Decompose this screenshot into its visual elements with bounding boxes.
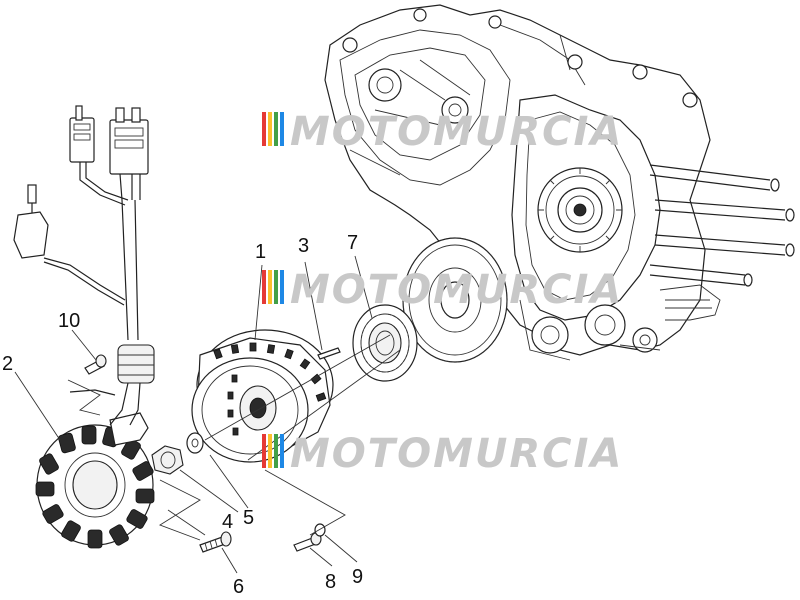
watermark-text: MOTOMURCIA: [290, 267, 623, 313]
callout-3: 3: [298, 235, 309, 257]
leader-3: [304, 261, 323, 351]
callout-2: 2: [2, 353, 13, 375]
watermark-stripe-blue: [280, 112, 284, 146]
freewheel-clutch: [352, 304, 418, 382]
assembly-lines: [67, 334, 401, 541]
callout-4: 4: [222, 511, 233, 533]
crankcase-bearing-ring: [538, 168, 622, 252]
leader-lines: [14, 255, 373, 574]
woodruff-key: [317, 347, 341, 360]
watermark-middle: MOTOMURCIA: [262, 267, 623, 313]
callout-6: 6: [233, 576, 244, 598]
callout-8: 8: [325, 571, 336, 593]
watermark-text: MOTOMURCIA: [290, 109, 623, 155]
rotor-vent-slots: [213, 342, 327, 436]
leader-7: [354, 255, 373, 319]
cable-grommet: [117, 344, 155, 384]
flywheel-rotor: [191, 329, 341, 463]
spade-terminal: [27, 184, 37, 204]
harness-clamp-screw: [84, 354, 107, 375]
leader-6: [221, 547, 238, 574]
flywheel-nut: [151, 445, 184, 475]
leader-8: [309, 547, 333, 567]
watermark-stripe-yellow: [268, 112, 272, 146]
crankcase-engine-block: [324, 4, 795, 361]
leader-4: [179, 469, 239, 513]
watermark-text: MOTOMURCIA: [290, 431, 623, 477]
stator-screw: [199, 531, 232, 553]
watermark-stripe-red: [262, 112, 266, 146]
callout-1: 1: [255, 241, 266, 263]
pickup-washer: [314, 523, 326, 537]
callout-9: 9: [352, 566, 363, 588]
watermark-bottom: MOTOMURCIA: [262, 431, 623, 477]
callout-7: 7: [347, 232, 358, 254]
watermark-top: MOTOMURCIA: [262, 109, 623, 155]
callout-5: 5: [243, 507, 254, 529]
leader-9: [324, 534, 358, 563]
cylinder-studs: [649, 164, 795, 287]
watermark-stripe-green: [274, 112, 278, 146]
stator-coil: [35, 412, 155, 549]
spring-washer: [186, 432, 204, 454]
pickup-screw: [293, 532, 322, 552]
connector-plug-right: [109, 119, 149, 175]
wiring-harness: [13, 105, 155, 426]
leader-2: [14, 371, 61, 441]
boot-cap: [13, 211, 49, 259]
leader-1: [254, 264, 263, 341]
leader-5: [209, 454, 249, 509]
stator-windings: [35, 425, 155, 549]
pickup-sensor: [109, 412, 149, 446]
leader-10: [71, 329, 97, 361]
starter-driven-gear: [402, 237, 508, 363]
callout-10: 10: [58, 310, 80, 332]
callout-labels: 1 2 3 4 5 6 7 8 9 10: [2, 232, 363, 598]
